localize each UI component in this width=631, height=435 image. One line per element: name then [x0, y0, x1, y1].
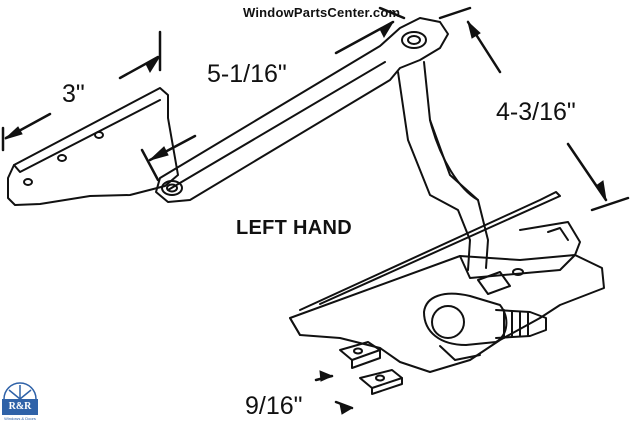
spline-shaft	[495, 309, 547, 339]
operator-base	[289, 254, 605, 373]
bracket-edge	[13, 99, 161, 173]
mounting-bracket	[7, 87, 179, 206]
logo-tagline: Windows & Doors	[4, 416, 36, 421]
hand-label: LEFT HAND	[236, 217, 353, 239]
logo-text: R&R	[8, 401, 32, 412]
watermark-text: WindowPartsCenter.com	[243, 5, 401, 20]
dimension-9-16-label: 9/16"	[245, 392, 303, 420]
dimension-5-1-16-label: 5-1/16"	[207, 60, 287, 88]
brand-logo: R&R Windows & Doors	[2, 383, 38, 427]
logo-band	[2, 399, 38, 415]
crank-housing	[423, 292, 508, 346]
drive-link	[397, 61, 489, 271]
operator-arm	[155, 17, 449, 203]
dimension-3-label: 3"	[62, 80, 85, 108]
logo-arch	[3, 382, 37, 400]
dimension-4-3-16-label: 4-3/16"	[496, 98, 576, 126]
mounting-tab	[339, 341, 381, 361]
